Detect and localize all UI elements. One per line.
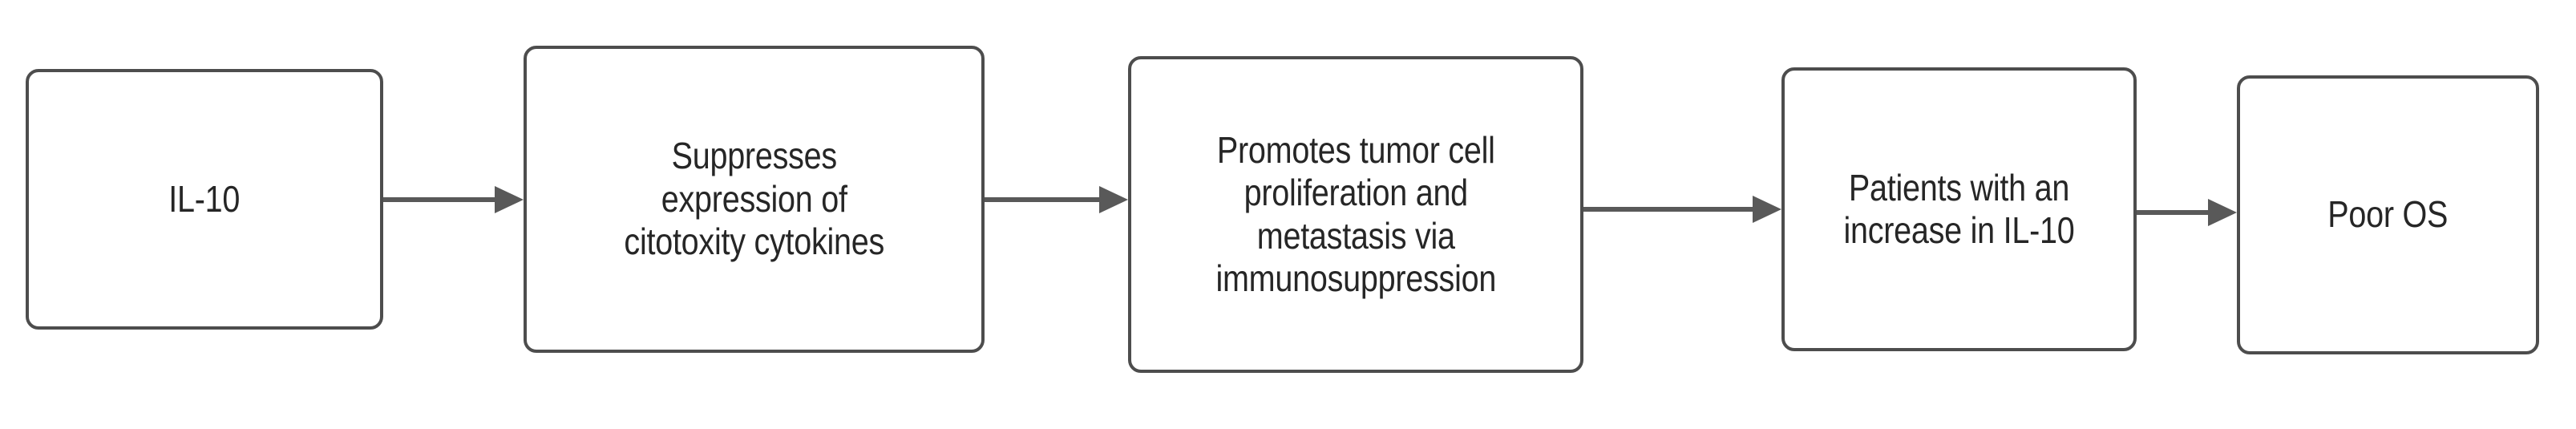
arrow-head-icon	[495, 186, 524, 213]
node-promotes-proliferation[interactable]: Promotes tumor cell proliferation and me…	[1128, 56, 1583, 373]
node-il-10[interactable]: IL-10	[26, 69, 383, 330]
node-label-promotes-proliferation: Promotes tumor cell proliferation and me…	[1215, 128, 1496, 299]
arrow-line	[985, 197, 1099, 202]
arrow-il10-to-suppresses	[383, 186, 524, 213]
node-suppresses-cytokines[interactable]: Suppresses expression of citotoxity cyto…	[524, 46, 985, 353]
arrow-line	[383, 197, 495, 202]
node-label-patients-increase-il10: Patients with an increase in IL-10	[1843, 166, 2075, 251]
node-label-il-10: IL-10	[168, 177, 241, 220]
arrow-head-icon	[1753, 196, 1781, 223]
node-label-suppresses-cytokines: Suppresses expression of citotoxity cyto…	[624, 135, 884, 263]
arrow-suppresses-to-promotes	[985, 186, 1128, 213]
arrow-head-icon	[1099, 186, 1128, 213]
arrow-head-icon	[2208, 199, 2237, 226]
arrow-patients-to-poor-os	[2137, 199, 2237, 226]
node-poor-os[interactable]: Poor OS	[2237, 75, 2539, 354]
node-label-poor-os: Poor OS	[2327, 193, 2449, 236]
node-patients-increase-il10[interactable]: Patients with an increase in IL-10	[1781, 67, 2137, 351]
arrow-line	[1583, 207, 1753, 212]
arrow-line	[2137, 210, 2208, 215]
arrow-promotes-to-patients	[1583, 196, 1781, 223]
